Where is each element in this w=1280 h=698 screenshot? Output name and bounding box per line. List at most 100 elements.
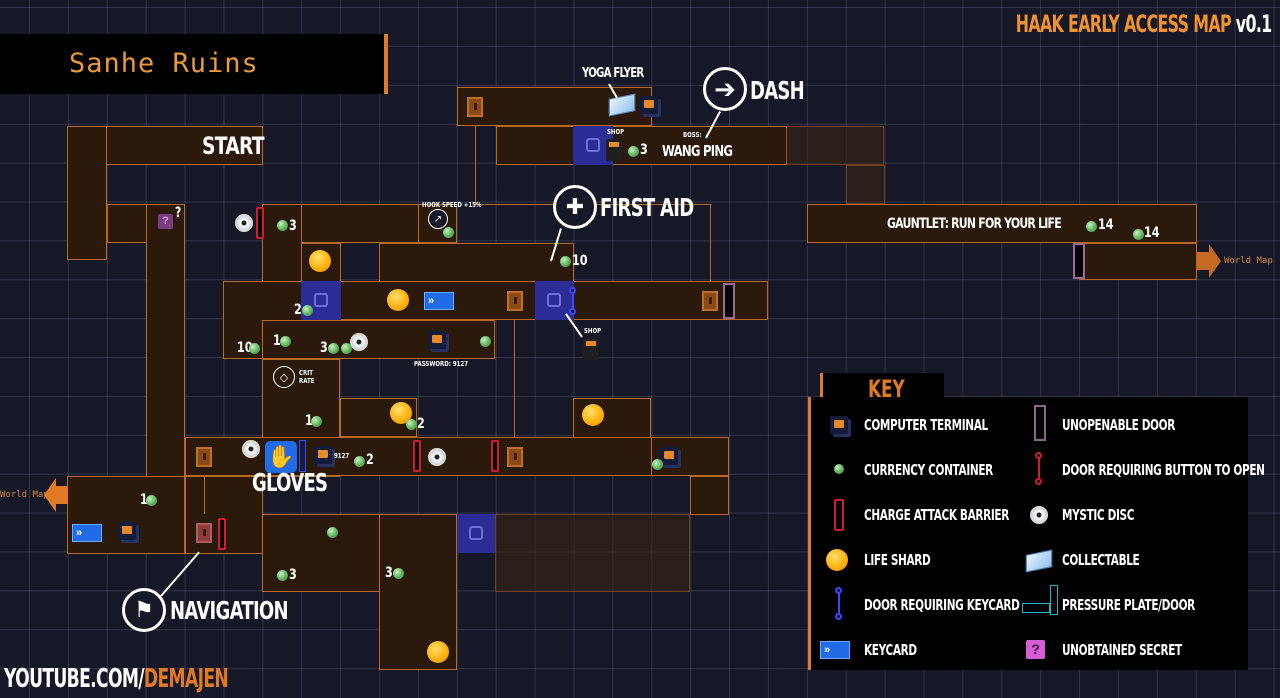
crit-rate-upgrade-icon[interactable]: ◇ — [273, 366, 295, 388]
currency-count: 1 — [305, 413, 313, 429]
currency-container-icon[interactable] — [311, 416, 322, 427]
legend-tab: KEY — [820, 373, 944, 403]
computer-terminal-icon[interactable] — [640, 96, 658, 114]
life-shard-icon[interactable] — [387, 289, 409, 311]
area-title: Sanhe Ruins — [69, 48, 259, 79]
room-gauntlet-exit — [1079, 243, 1197, 280]
currency-container-icon[interactable] — [480, 336, 491, 347]
first-aid-ability-icon[interactable]: ✚ — [553, 185, 597, 229]
pressure-plate-icon — [1022, 603, 1050, 613]
currency-container-icon[interactable] — [1133, 229, 1144, 240]
currency-container-icon[interactable] — [277, 570, 288, 581]
life-shard-icon — [826, 549, 848, 571]
exit-left-arrow-icon[interactable] — [44, 478, 68, 512]
navigation-ability-icon[interactable]: ⚑ — [122, 588, 166, 632]
keycard-door-node — [569, 287, 576, 294]
door-icon[interactable] — [702, 291, 718, 311]
currency-container-icon[interactable] — [280, 336, 291, 347]
collectable-icon — [1025, 549, 1053, 573]
keycard-door-icon — [838, 591, 840, 617]
shop-kiosk-icon[interactable] — [583, 338, 599, 360]
mystic-disc-icon[interactable] — [428, 448, 446, 466]
legend-label: CURRENCY CONTAINER — [864, 461, 993, 479]
room-first-aid — [379, 243, 574, 282]
save-point[interactable] — [535, 281, 574, 320]
room-boss — [496, 126, 787, 165]
exit-right-arrow-icon[interactable] — [1197, 244, 1221, 278]
currency-container-icon[interactable] — [277, 220, 288, 231]
currency-container-icon[interactable] — [327, 527, 338, 538]
pressure-door-icon — [1050, 585, 1058, 615]
door-icon[interactable] — [196, 523, 212, 543]
currency-container-icon[interactable] — [393, 568, 404, 579]
shop-kiosk-icon[interactable] — [606, 139, 622, 161]
locked-terminal-icon[interactable] — [314, 446, 332, 464]
life-shard-icon[interactable] — [582, 404, 604, 426]
computer-terminal-icon[interactable] — [660, 447, 678, 465]
boss-prefix-label: BOSS: — [683, 131, 702, 139]
currency-container-icon[interactable] — [443, 227, 454, 238]
currency-container-icon[interactable] — [146, 495, 157, 506]
area-title-box: Sanhe Ruins — [0, 34, 388, 94]
unobtained-secret-icon[interactable]: ? — [158, 214, 173, 229]
computer-terminal-icon[interactable] — [118, 522, 136, 540]
currency-container-icon[interactable] — [628, 146, 639, 157]
life-shard-icon[interactable] — [427, 641, 449, 663]
currency-container-icon[interactable] — [328, 343, 339, 354]
keycard-door-node — [569, 308, 576, 315]
currency-count: 10 — [237, 340, 253, 356]
door-icon[interactable] — [507, 291, 523, 311]
computer-terminal-icon[interactable] — [428, 331, 446, 349]
room-boss-dim — [786, 126, 884, 165]
exit-left-label[interactable]: World Map — [0, 490, 49, 500]
mystic-disc-icon[interactable] — [242, 440, 260, 458]
save-point[interactable] — [457, 514, 495, 553]
mystic-disc-icon[interactable] — [235, 214, 253, 232]
button-door-node — [1035, 452, 1042, 459]
shop-label: SHOP — [584, 327, 602, 335]
boss-name-label: WANG PING — [662, 142, 733, 160]
mystic-disc-icon[interactable] — [350, 333, 368, 351]
currency-container-icon[interactable] — [249, 343, 260, 354]
navigation-label: NAVIGATION — [170, 596, 289, 625]
computer-terminal-icon — [830, 416, 848, 434]
exit-right-label[interactable]: World Map — [1224, 256, 1273, 266]
keycard-icon[interactable]: » — [72, 524, 102, 542]
keycard-door-node — [835, 587, 842, 594]
currency-container-icon[interactable] — [302, 305, 313, 316]
hook-speed-upgrade-icon[interactable]: ↗ — [428, 209, 448, 229]
door-icon[interactable] — [196, 447, 212, 467]
keycard-icon[interactable]: » — [424, 292, 454, 310]
mystic-disc-icon — [1030, 506, 1048, 524]
currency-container-icon[interactable] — [341, 343, 352, 354]
door-icon[interactable] — [467, 97, 483, 117]
legend-accent — [820, 373, 823, 397]
hook-speed-label: HOOK SPEED +15% — [422, 201, 482, 209]
currency-count: 14 — [1098, 217, 1114, 233]
legend-label: DOOR REQUIRING KEYCARD — [864, 596, 1020, 614]
door-icon[interactable] — [507, 447, 523, 467]
currency-count: 10 — [572, 253, 588, 269]
gloves-label: GLOVES — [252, 468, 328, 497]
dash-ability-icon[interactable]: ➔ — [703, 67, 747, 111]
title-accent-bar — [384, 34, 388, 94]
currency-container-icon[interactable] — [354, 456, 365, 467]
currency-container-icon[interactable] — [1086, 221, 1097, 232]
gloves-ability-icon[interactable]: ✋ — [265, 441, 297, 473]
crit-label-2: RATE — [299, 377, 315, 385]
legend-label: COLLECTABLE — [1062, 551, 1140, 569]
currency-count: 2 — [417, 416, 425, 432]
currency-count: 14 — [1144, 225, 1160, 241]
legend-label: LIFE SHARD — [864, 551, 931, 569]
currency-container-icon[interactable] — [406, 419, 417, 430]
currency-container-icon[interactable] — [560, 256, 571, 267]
unobtained-secret-icon: ? — [1026, 640, 1045, 659]
secret-question-mark: ? — [175, 205, 181, 221]
currency-count: 3 — [289, 218, 297, 234]
legend-label: DOOR REQUIRING BUTTON TO OPEN — [1062, 461, 1265, 479]
connector-line — [204, 476, 205, 514]
room-bottom-dim — [495, 514, 690, 592]
life-shard-icon[interactable] — [309, 250, 331, 272]
currency-container-icon[interactable] — [652, 459, 663, 470]
life-shard-icon[interactable] — [390, 402, 412, 424]
